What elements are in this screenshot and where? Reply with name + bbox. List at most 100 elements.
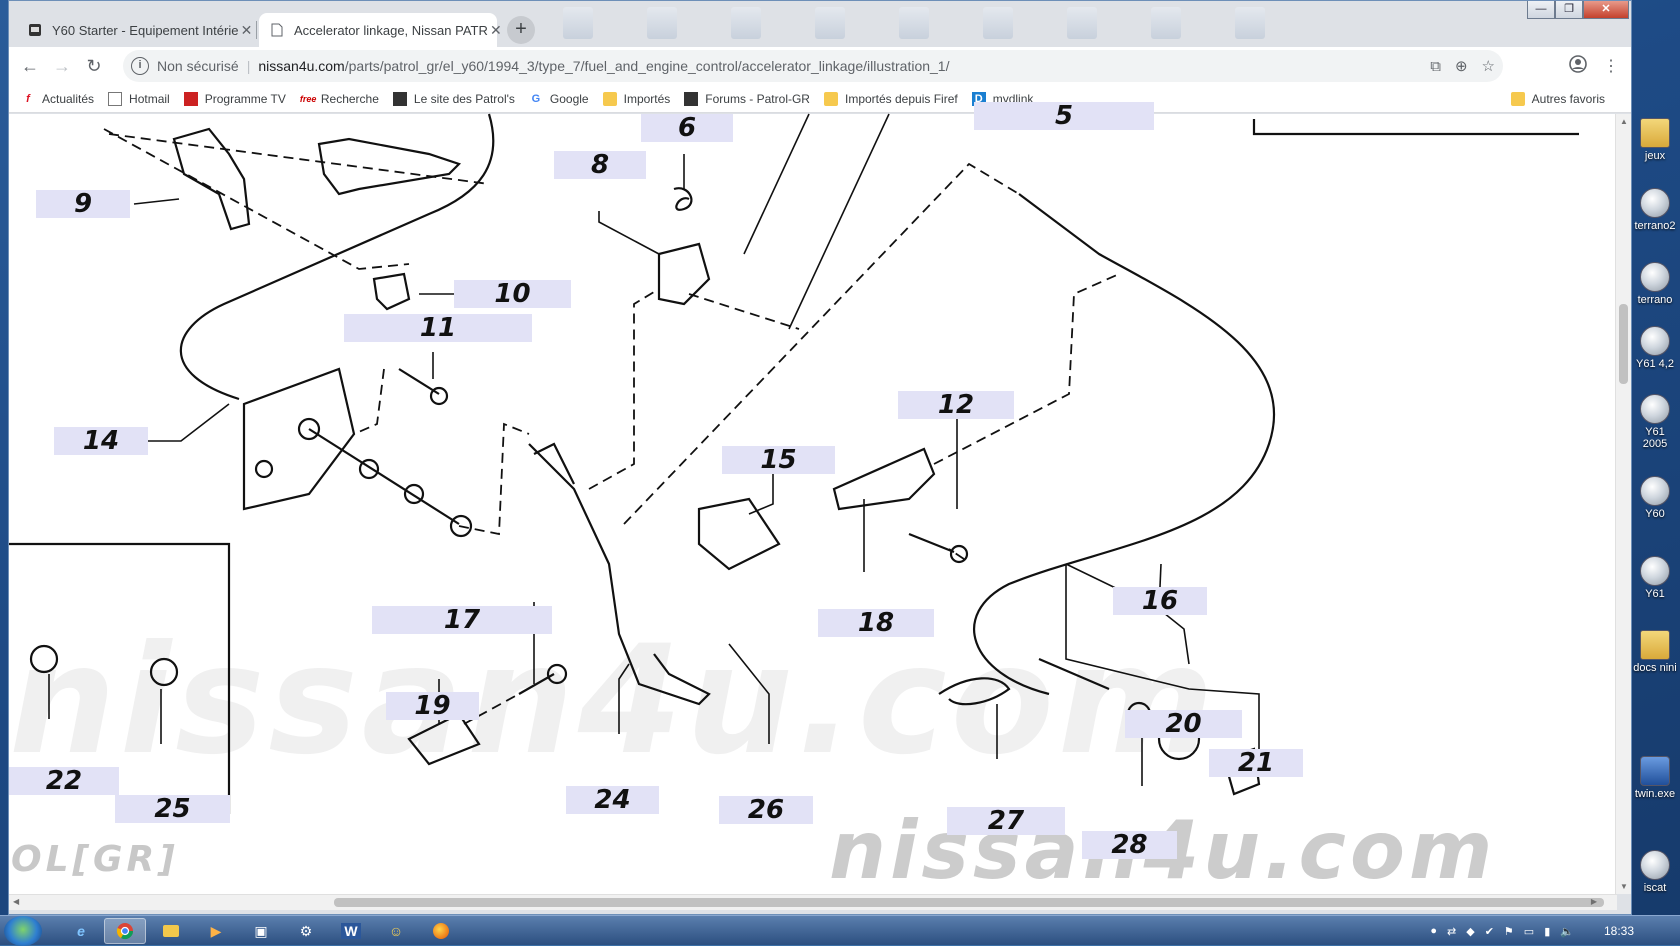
reload-button[interactable]: ↻: [86, 56, 102, 76]
back-button[interactable]: ←: [21, 56, 39, 76]
part-label-16[interactable]: 16: [1113, 587, 1207, 615]
folder-icon: [1640, 118, 1670, 148]
desktop-icon-y61-2005[interactable]: Y61 2005: [1632, 394, 1678, 450]
part-label-14[interactable]: 14: [54, 427, 148, 455]
tv-icon: [183, 91, 198, 106]
browser-toolbar: ← → ↻ i Non sécurisé | nissan4u.com/part…: [9, 47, 1631, 85]
menu-icon[interactable]: ⋮: [1603, 58, 1619, 75]
desktop-icon-iscat[interactable]: iscat: [1632, 850, 1678, 894]
part-label-19[interactable]: 19: [386, 692, 479, 720]
bookmark-programme-tv[interactable]: Programme TV: [183, 91, 286, 106]
tab-close-icon[interactable]: ✕: [240, 21, 253, 38]
new-tab-button[interactable]: +: [507, 16, 535, 44]
scroll-down-icon[interactable]: ▼: [1620, 882, 1628, 891]
scroll-up-icon[interactable]: ▲: [1620, 117, 1628, 126]
omnibox-actions: ⧉ ⊕ ☆: [1430, 50, 1495, 82]
part-label-22[interactable]: 22: [9, 767, 119, 795]
part-label-12[interactable]: 12: [898, 391, 1014, 419]
bookmark-hotmail[interactable]: Hotmail: [108, 91, 170, 106]
part-label-6[interactable]: 6: [641, 114, 733, 142]
folder-icon: [1640, 630, 1670, 660]
start-button[interactable]: [4, 916, 42, 946]
window-app-icon[interactable]: ▣: [254, 922, 268, 939]
bookmark-star-icon[interactable]: ☆: [1481, 58, 1495, 75]
firefox-icon[interactable]: [420, 918, 462, 944]
flag-icon[interactable]: ⚑: [1503, 925, 1514, 938]
desktop-icon-docs-nini[interactable]: docs nini: [1632, 630, 1678, 674]
desktop-icon-twin[interactable]: twin.exe: [1632, 756, 1678, 800]
part-label-11[interactable]: 11: [344, 314, 532, 342]
tab-y60-starter[interactable]: Y60 Starter - Equipement Intérie ✕: [17, 13, 255, 47]
part-label-8[interactable]: 8: [554, 151, 646, 179]
part-label-10[interactable]: 10: [454, 280, 571, 308]
bookmark-other-favorites[interactable]: Autres favoris: [1510, 92, 1605, 106]
horizontal-scrollbar[interactable]: ◀ ▶: [9, 894, 1617, 910]
part-label-9[interactable]: 9: [36, 190, 130, 218]
vertical-scroll-thumb[interactable]: [1619, 304, 1628, 384]
part-label-17[interactable]: 17: [372, 606, 552, 634]
address-bar[interactable]: i Non sécurisé | nissan4u.com/parts/patr…: [123, 50, 1503, 82]
desktop-icon-y61[interactable]: Y61: [1632, 556, 1678, 600]
desktop-icon-jeux[interactable]: jeux: [1632, 118, 1678, 162]
translate-icon[interactable]: ⧉: [1430, 57, 1441, 75]
monitor-icon[interactable]: ▭: [1523, 925, 1535, 938]
desktop-icon-y60[interactable]: Y60: [1632, 476, 1678, 520]
tab-separator: [256, 21, 257, 39]
patrol-site-icon: [392, 91, 407, 106]
part-label-21[interactable]: 21: [1209, 749, 1303, 777]
part-label-20[interactable]: 20: [1125, 710, 1242, 738]
file-explorer-icon[interactable]: [150, 918, 192, 944]
network-tray-icon[interactable]: ⇄: [1447, 925, 1457, 938]
volume-icon[interactable]: 🔈: [1560, 925, 1574, 938]
maximize-button[interactable]: ❐: [1555, 1, 1583, 19]
part-label-5[interactable]: 5: [974, 102, 1154, 130]
part-label-26[interactable]: 26: [719, 796, 813, 824]
profile-icon[interactable]: [1569, 54, 1587, 78]
url-path[interactable]: /parts/patrol_gr/el_y60/1994_3/type_7/fu…: [344, 58, 950, 74]
network-app-icon[interactable]: ⚙: [299, 922, 313, 939]
media-player-icon[interactable]: ▶: [210, 922, 222, 939]
part-label-24[interactable]: 24: [566, 786, 659, 814]
chrome-icon[interactable]: [104, 918, 146, 944]
clock[interactable]: 18:33: [1603, 924, 1634, 938]
tab-title: Y60 Starter - Equipement Intérie: [52, 22, 239, 38]
part-label-18[interactable]: 18: [818, 609, 934, 637]
part-label-15[interactable]: 15: [722, 446, 835, 474]
bookmark-patrols-site[interactable]: Le site des Patrol's: [392, 91, 515, 106]
watermark-gr: OL[GR]: [11, 839, 179, 880]
scroll-left-icon[interactable]: ◀: [13, 897, 20, 906]
dropbox-icon[interactable]: ◆: [1466, 925, 1475, 938]
patrol-site-icon: [27, 22, 43, 38]
close-window-button[interactable]: ✕: [1583, 1, 1629, 19]
bookmark-forums-patrol-gr[interactable]: Forums - Patrol-GR: [684, 91, 810, 106]
part-label-25[interactable]: 25: [115, 795, 230, 823]
minimize-button[interactable]: —: [1527, 1, 1555, 19]
sync-icon[interactable]: ✔: [1484, 925, 1494, 938]
info-icon[interactable]: i: [131, 57, 149, 75]
antivirus-icon[interactable]: ●: [1430, 925, 1438, 937]
desktop-icon-y61-42[interactable]: Y61 4,2: [1632, 326, 1678, 370]
forward-button[interactable]: →: [53, 56, 71, 76]
desktop-icon-terrano2[interactable]: terrano2: [1632, 188, 1678, 232]
internet-explorer-icon[interactable]: e: [77, 923, 85, 939]
bookmark-folder-importes[interactable]: Importés: [602, 91, 670, 106]
scroll-right-icon[interactable]: ▶: [1590, 897, 1597, 906]
url-host[interactable]: nissan4u.com: [258, 58, 345, 74]
chat-app-icon[interactable]: ☺: [388, 923, 404, 939]
word-icon[interactable]: W: [330, 918, 372, 944]
free-logo-icon: free: [299, 93, 317, 104]
part-label-28[interactable]: 28: [1082, 831, 1177, 859]
tab-close-icon[interactable]: ✕: [490, 21, 502, 38]
part-label-27[interactable]: 27: [947, 807, 1065, 835]
bookmark-folder-importes-firefox[interactable]: Importés depuis Firef: [823, 91, 958, 106]
vertical-scrollbar[interactable]: ▲ ▼: [1615, 114, 1631, 894]
desktop-icon-terrano[interactable]: terrano: [1632, 262, 1678, 306]
security-label[interactable]: Non sécurisé: [157, 58, 239, 74]
signal-icon[interactable]: ▮: [1544, 925, 1551, 938]
zoom-icon[interactable]: ⊕: [1454, 58, 1468, 75]
tab-accelerator-linkage[interactable]: Accelerator linkage, Nissan PATR ✕: [259, 13, 502, 47]
horizontal-scroll-thumb[interactable]: [334, 898, 1604, 907]
